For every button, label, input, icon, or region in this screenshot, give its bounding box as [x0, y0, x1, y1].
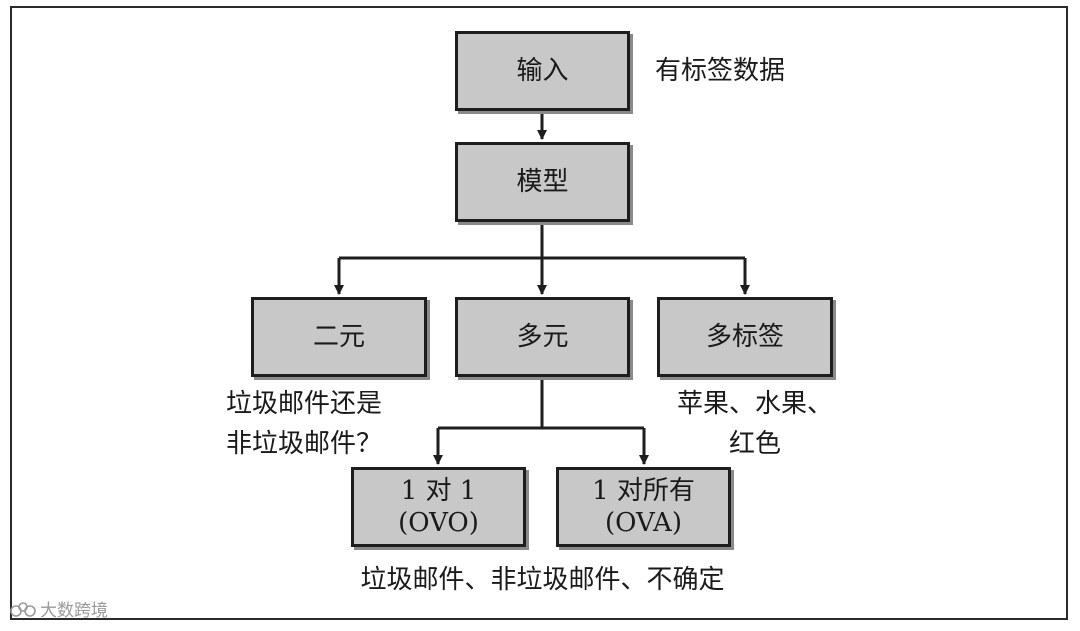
diagram-frame [10, 6, 1068, 620]
node-ova-line1: 1 对所有 [592, 475, 695, 506]
node-ovo-line2: (OVO) [398, 508, 479, 538]
node-ovo: 1 对 1 (OVO) [351, 467, 526, 547]
node-input: 输入 [455, 31, 630, 111]
binary-annotation: 垃圾邮件还是 非垃圾邮件？ [226, 384, 382, 464]
node-multiclass-label: 多元 [516, 321, 569, 352]
node-model-label: 模型 [516, 166, 569, 197]
multilabel-annotation-line1: 苹果、水果、 [676, 389, 833, 419]
logo-icon [10, 602, 36, 617]
node-multiclass: 多元 [455, 297, 630, 377]
watermark: 大数跨境 [10, 596, 108, 621]
node-ova-line2: (OVA) [605, 508, 682, 538]
multilabel-annotation-line2: 红色 [728, 429, 781, 459]
multiclass-annotation: 垃圾邮件、非垃圾邮件、不确定 [360, 565, 725, 595]
node-model: 模型 [455, 142, 630, 222]
watermark-text: 大数跨境 [40, 601, 108, 621]
node-binary-label: 二元 [312, 321, 365, 352]
node-binary: 二元 [251, 297, 427, 377]
node-input-label: 输入 [516, 55, 569, 86]
node-multilabel: 多标签 [657, 297, 833, 377]
node-ova: 1 对所有 (OVA) [556, 467, 731, 547]
node-multilabel-label: 多标签 [705, 321, 784, 352]
node-ovo-line1: 1 对 1 [400, 475, 477, 506]
multilabel-annotation: 苹果、水果、 红色 [670, 384, 840, 464]
binary-annotation-line2: 非垃圾邮件？ [226, 429, 383, 459]
input-annotation: 有标签数据 [655, 56, 786, 86]
binary-annotation-line1: 垃圾邮件还是 [226, 389, 383, 419]
